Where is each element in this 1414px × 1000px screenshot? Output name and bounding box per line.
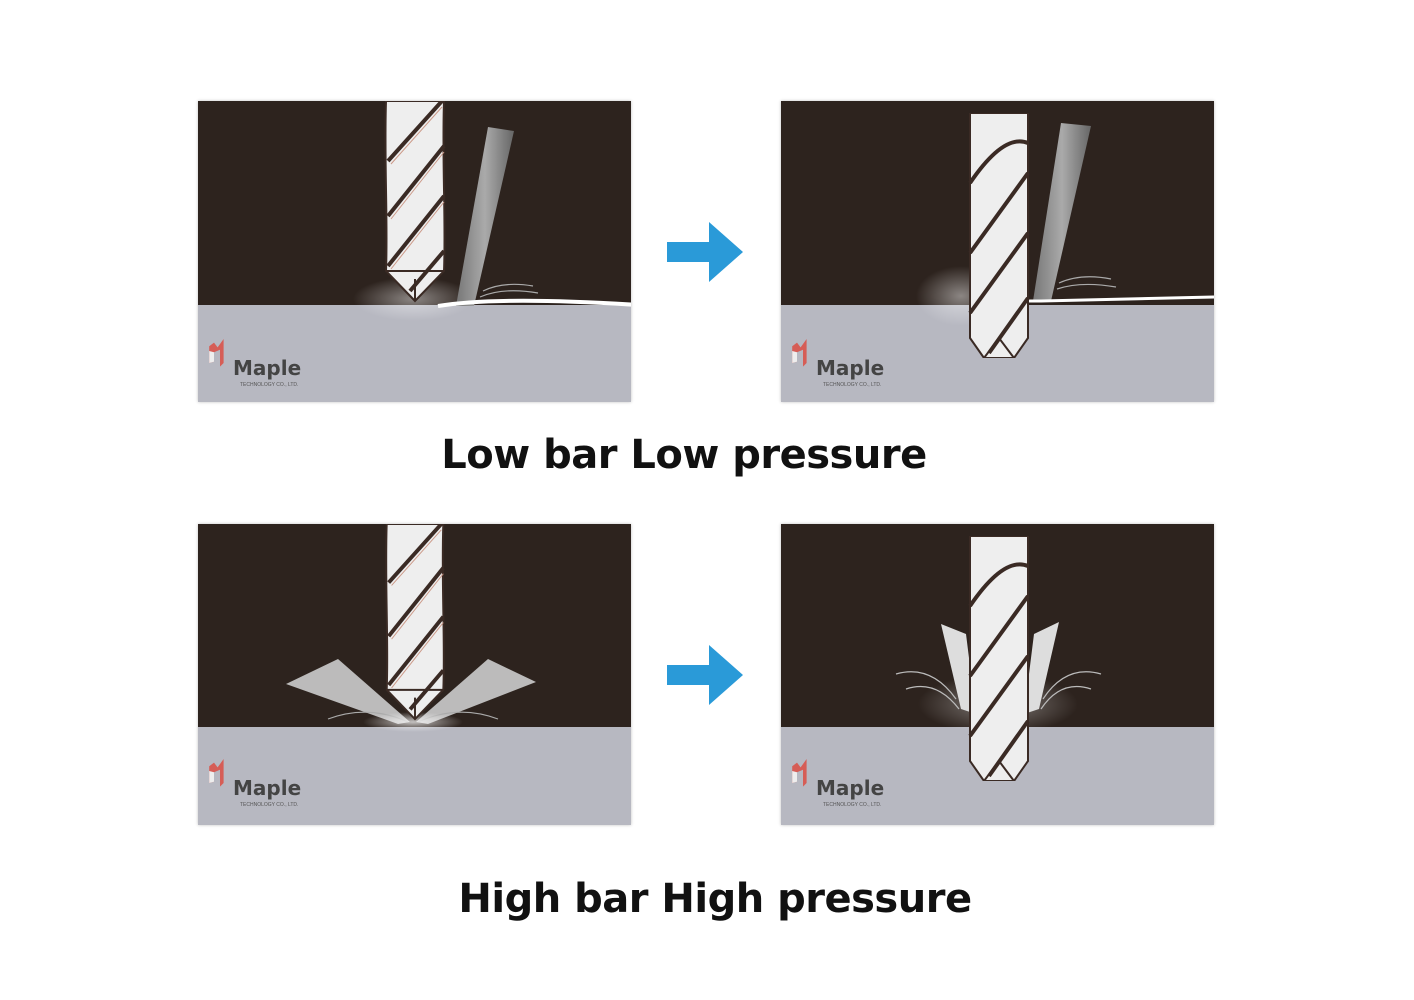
panel-low-endmill: Maple TECHNOLOGY CO., LTD. bbox=[781, 101, 1214, 402]
arrow-right-icon bbox=[667, 222, 743, 282]
logo-subtitle: TECHNOLOGY CO., LTD. bbox=[823, 802, 881, 808]
logo-name: Maple bbox=[233, 356, 301, 380]
logo-name: Maple bbox=[233, 776, 301, 800]
panel-low-drill: Maple TECHNOLOGY CO., LTD. bbox=[198, 101, 631, 402]
end-mill-icon bbox=[968, 113, 1030, 358]
caption-low-pressure: Low bar Low pressure bbox=[441, 432, 927, 478]
panel-high-drill: Maple TECHNOLOGY CO., LTD. bbox=[198, 524, 631, 825]
logo-name: Maple bbox=[816, 356, 884, 380]
panel-high-endmill: Maple TECHNOLOGY CO., LTD. bbox=[781, 524, 1214, 825]
caption-high-pressure: High bar High pressure bbox=[458, 876, 972, 922]
logo-subtitle: TECHNOLOGY CO., LTD. bbox=[823, 382, 881, 388]
logo-subtitle: TECHNOLOGY CO., LTD. bbox=[240, 382, 298, 388]
arrow-right-icon bbox=[667, 645, 743, 705]
logo-subtitle: TECHNOLOGY CO., LTD. bbox=[240, 802, 298, 808]
drill-bit-icon bbox=[384, 524, 446, 722]
logo-name: Maple bbox=[816, 776, 884, 800]
end-mill-icon bbox=[968, 536, 1030, 781]
drill-bit-icon bbox=[383, 101, 447, 303]
